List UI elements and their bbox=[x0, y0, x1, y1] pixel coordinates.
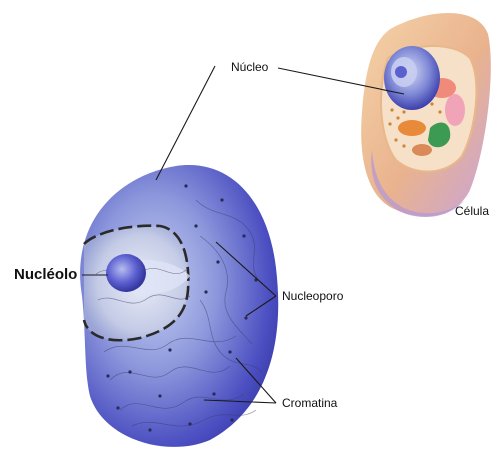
label-cromatina: Cromatina bbox=[282, 397, 337, 409]
nucleus-illustration bbox=[80, 165, 278, 447]
label-nucleoporo: Nucleoporo bbox=[282, 290, 343, 302]
label-nucleolo: Nucléolo bbox=[14, 267, 77, 282]
leader-nucleo-big bbox=[156, 66, 215, 180]
label-celula: Célula bbox=[455, 205, 489, 217]
label-nucleo: Núcleo bbox=[231, 61, 268, 73]
cell-illustration bbox=[361, 13, 491, 217]
